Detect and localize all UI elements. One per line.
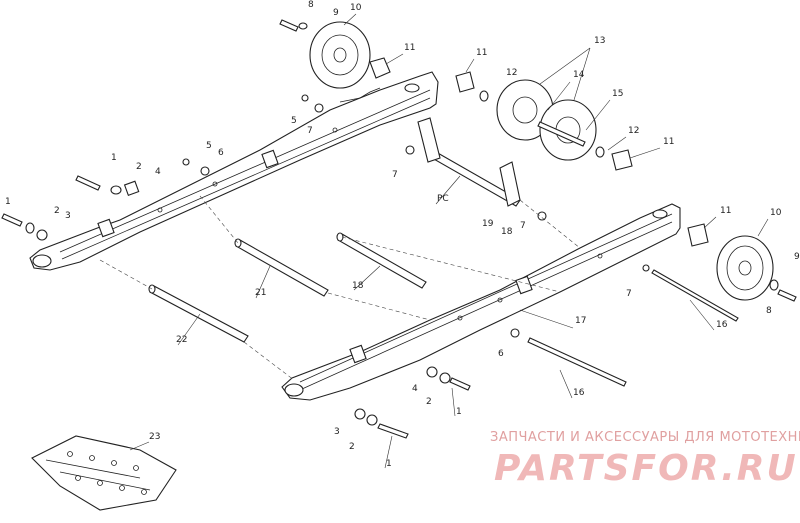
watermark: ЗАПЧАСТИ И АКСЕССУАРЫ ДЛЯ МОТОТЕХНИКИ PA… xyxy=(490,430,800,489)
callout-c10a: 10 xyxy=(350,3,362,13)
callout-c6a: 6 xyxy=(218,148,224,158)
callout-c1d: 1 xyxy=(386,459,392,469)
wear-strip xyxy=(31,435,177,511)
callout-c2c: 2 xyxy=(426,397,432,407)
callout-c4a: 4 xyxy=(155,167,161,177)
callout-c9b: 9 xyxy=(794,252,800,262)
callout-c3b: 3 xyxy=(334,427,340,437)
callout-c21: 21 xyxy=(255,288,266,298)
callout-c18a: 18 xyxy=(501,227,513,237)
callout-c19: 19 xyxy=(482,219,494,229)
callout-c15: 15 xyxy=(612,89,623,99)
callout-c16a: 16 xyxy=(716,320,728,330)
callout-c9a: 9 xyxy=(333,8,339,18)
assembly-guides xyxy=(99,195,581,381)
callout-c11d: 11 xyxy=(720,206,731,216)
callout-c17: 17 xyxy=(575,316,586,326)
callout-c4b: 4 xyxy=(412,384,418,394)
callout-c16b: 16 xyxy=(573,388,585,398)
callout-c2d: 2 xyxy=(349,442,355,452)
callout-c3a: 3 xyxy=(65,211,71,221)
callout-c1c: 1 xyxy=(456,407,462,417)
callout-c22: 22 xyxy=(176,335,187,345)
callout-c1b: 1 xyxy=(5,197,11,207)
callout-c11a: 11 xyxy=(404,43,415,53)
bushings xyxy=(369,57,709,247)
idler-wheels xyxy=(309,21,774,301)
callout-cPC: PC xyxy=(437,194,449,204)
callout-c7b: 7 xyxy=(392,170,398,180)
callout-c23: 23 xyxy=(149,432,160,442)
callout-c10b: 10 xyxy=(770,208,782,218)
callout-c2a: 2 xyxy=(136,162,142,172)
callout-c11c: 11 xyxy=(663,137,674,147)
small-hardware xyxy=(1,19,797,439)
callout-c18b: 18 xyxy=(352,281,364,291)
callout-c11b: 11 xyxy=(476,48,487,58)
callout-c5b: 5 xyxy=(206,141,212,151)
callout-c5a: 5 xyxy=(291,116,297,126)
cross-shafts xyxy=(148,151,521,343)
callout-c1a: 1 xyxy=(111,153,117,163)
callout-c12a: 12 xyxy=(506,68,517,78)
callout-c2b: 2 xyxy=(54,206,60,216)
watermark-subtitle: ЗАПЧАСТИ И АКСЕССУАРЫ ДЛЯ МОТОТЕХНИКИ xyxy=(490,430,800,445)
callout-c8a: 8 xyxy=(308,0,314,10)
watermark-brand: PARTSFOR.RU xyxy=(494,448,798,489)
callout-c7c: 7 xyxy=(520,221,526,231)
leader-lines xyxy=(129,13,769,469)
long-bolts xyxy=(527,269,739,387)
left-rail xyxy=(29,71,439,271)
callout-c7a: 7 xyxy=(307,126,313,136)
callout-c12b: 12 xyxy=(628,126,639,136)
callout-c13: 13 xyxy=(594,36,605,46)
callout-c7d: 7 xyxy=(626,289,632,299)
callout-c6b: 6 xyxy=(498,349,504,359)
callout-c14: 14 xyxy=(573,70,585,80)
callout-c8b: 8 xyxy=(766,306,772,316)
